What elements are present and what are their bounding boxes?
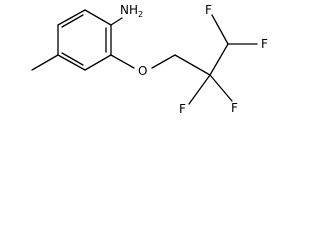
amine-label: NH2 xyxy=(120,3,143,19)
amine-subscript: 2 xyxy=(138,10,143,19)
fluorine-bond-cf2-a xyxy=(188,74,211,105)
methyl-bond xyxy=(31,54,59,71)
ether-bond-ring-o xyxy=(110,54,135,69)
amine-symbol: NH xyxy=(120,3,138,17)
fluorine-label-2: F xyxy=(261,37,268,51)
fluorine-bond-chf2-a xyxy=(211,14,229,45)
ring-bond-c3-c4-inner xyxy=(61,52,84,66)
benzene-ring xyxy=(57,9,112,71)
ring-bond-c1-c2 xyxy=(57,9,86,26)
ring-bond-c1-c2-inner xyxy=(61,14,84,28)
ring-bond-c6-c1 xyxy=(84,9,112,26)
oxygen-label: O xyxy=(138,64,147,78)
ring-bond-c4-c5 xyxy=(84,54,112,71)
ether-bond-o-ch2 xyxy=(151,54,176,69)
ring-bond-c3-c4 xyxy=(57,54,86,71)
fluorine-label-4: F xyxy=(231,101,238,115)
amine-bond xyxy=(110,17,123,26)
fluorine-label-1: F xyxy=(205,3,212,17)
chain-bond-ch2-cf2 xyxy=(174,54,211,76)
chain-bond-cf2-chf2 xyxy=(209,43,229,76)
chemical-structure: NH2 O F F F F xyxy=(31,3,268,116)
fluorine-bond-cf2-b xyxy=(209,74,233,102)
fluorine-label-3: F xyxy=(179,102,186,116)
